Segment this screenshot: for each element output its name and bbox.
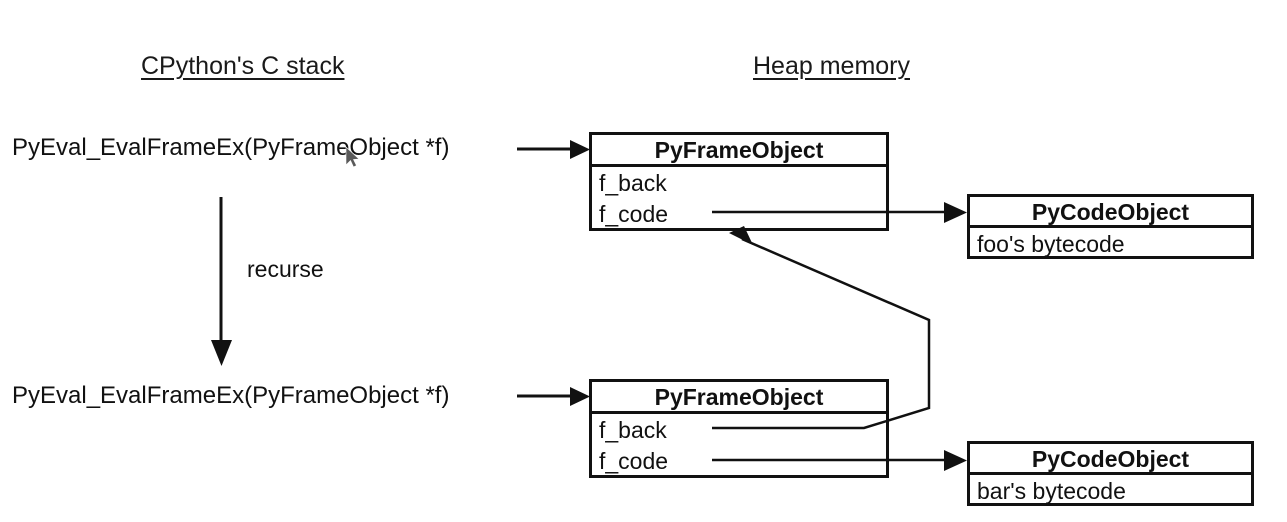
field-f-back-outer: f_back xyxy=(599,170,667,197)
stack-frame-label-outer: PyEval_EvalFrameEx(PyFrameObject *f) xyxy=(12,134,450,161)
pycodeobject-body-bar: bar's bytecode xyxy=(977,478,1126,504)
arrow-stack-to-frame-outer xyxy=(517,140,590,159)
field-f-back-inner: f_back xyxy=(599,417,667,444)
field-f-code-outer: f_code xyxy=(599,200,669,227)
pyframeobject-title-inner: PyFrameObject xyxy=(592,382,886,415)
pycodeobject-title-bar: PyCodeObject xyxy=(970,444,1251,475)
recurse-arrow-label: recurse xyxy=(247,256,324,282)
section-title-heap-memory: Heap memory xyxy=(753,52,910,80)
stack-frame-label-inner: PyEval_EvalFrameEx(PyFrameObject *f) xyxy=(12,382,450,409)
pycodeobject-box-bar: PyCodeObject bar's bytecode xyxy=(967,441,1254,506)
arrow-stack-to-frame-inner xyxy=(517,387,590,406)
section-title-cpython-c-stack: CPython's C stack xyxy=(141,52,345,80)
field-f-code-inner: f_code xyxy=(599,447,669,474)
pyframeobject-box-inner: PyFrameObject f_back f_code xyxy=(589,379,889,478)
pyframeobject-title-outer: PyFrameObject xyxy=(592,135,886,168)
pycodeobject-body-foo: foo's bytecode xyxy=(977,231,1125,257)
pycodeobject-title-foo: PyCodeObject xyxy=(970,197,1251,228)
pyframeobject-box-outer: PyFrameObject f_back f_code xyxy=(589,132,889,231)
arrow-recurse xyxy=(211,197,232,366)
pycodeobject-box-foo: PyCodeObject foo's bytecode xyxy=(967,194,1254,259)
